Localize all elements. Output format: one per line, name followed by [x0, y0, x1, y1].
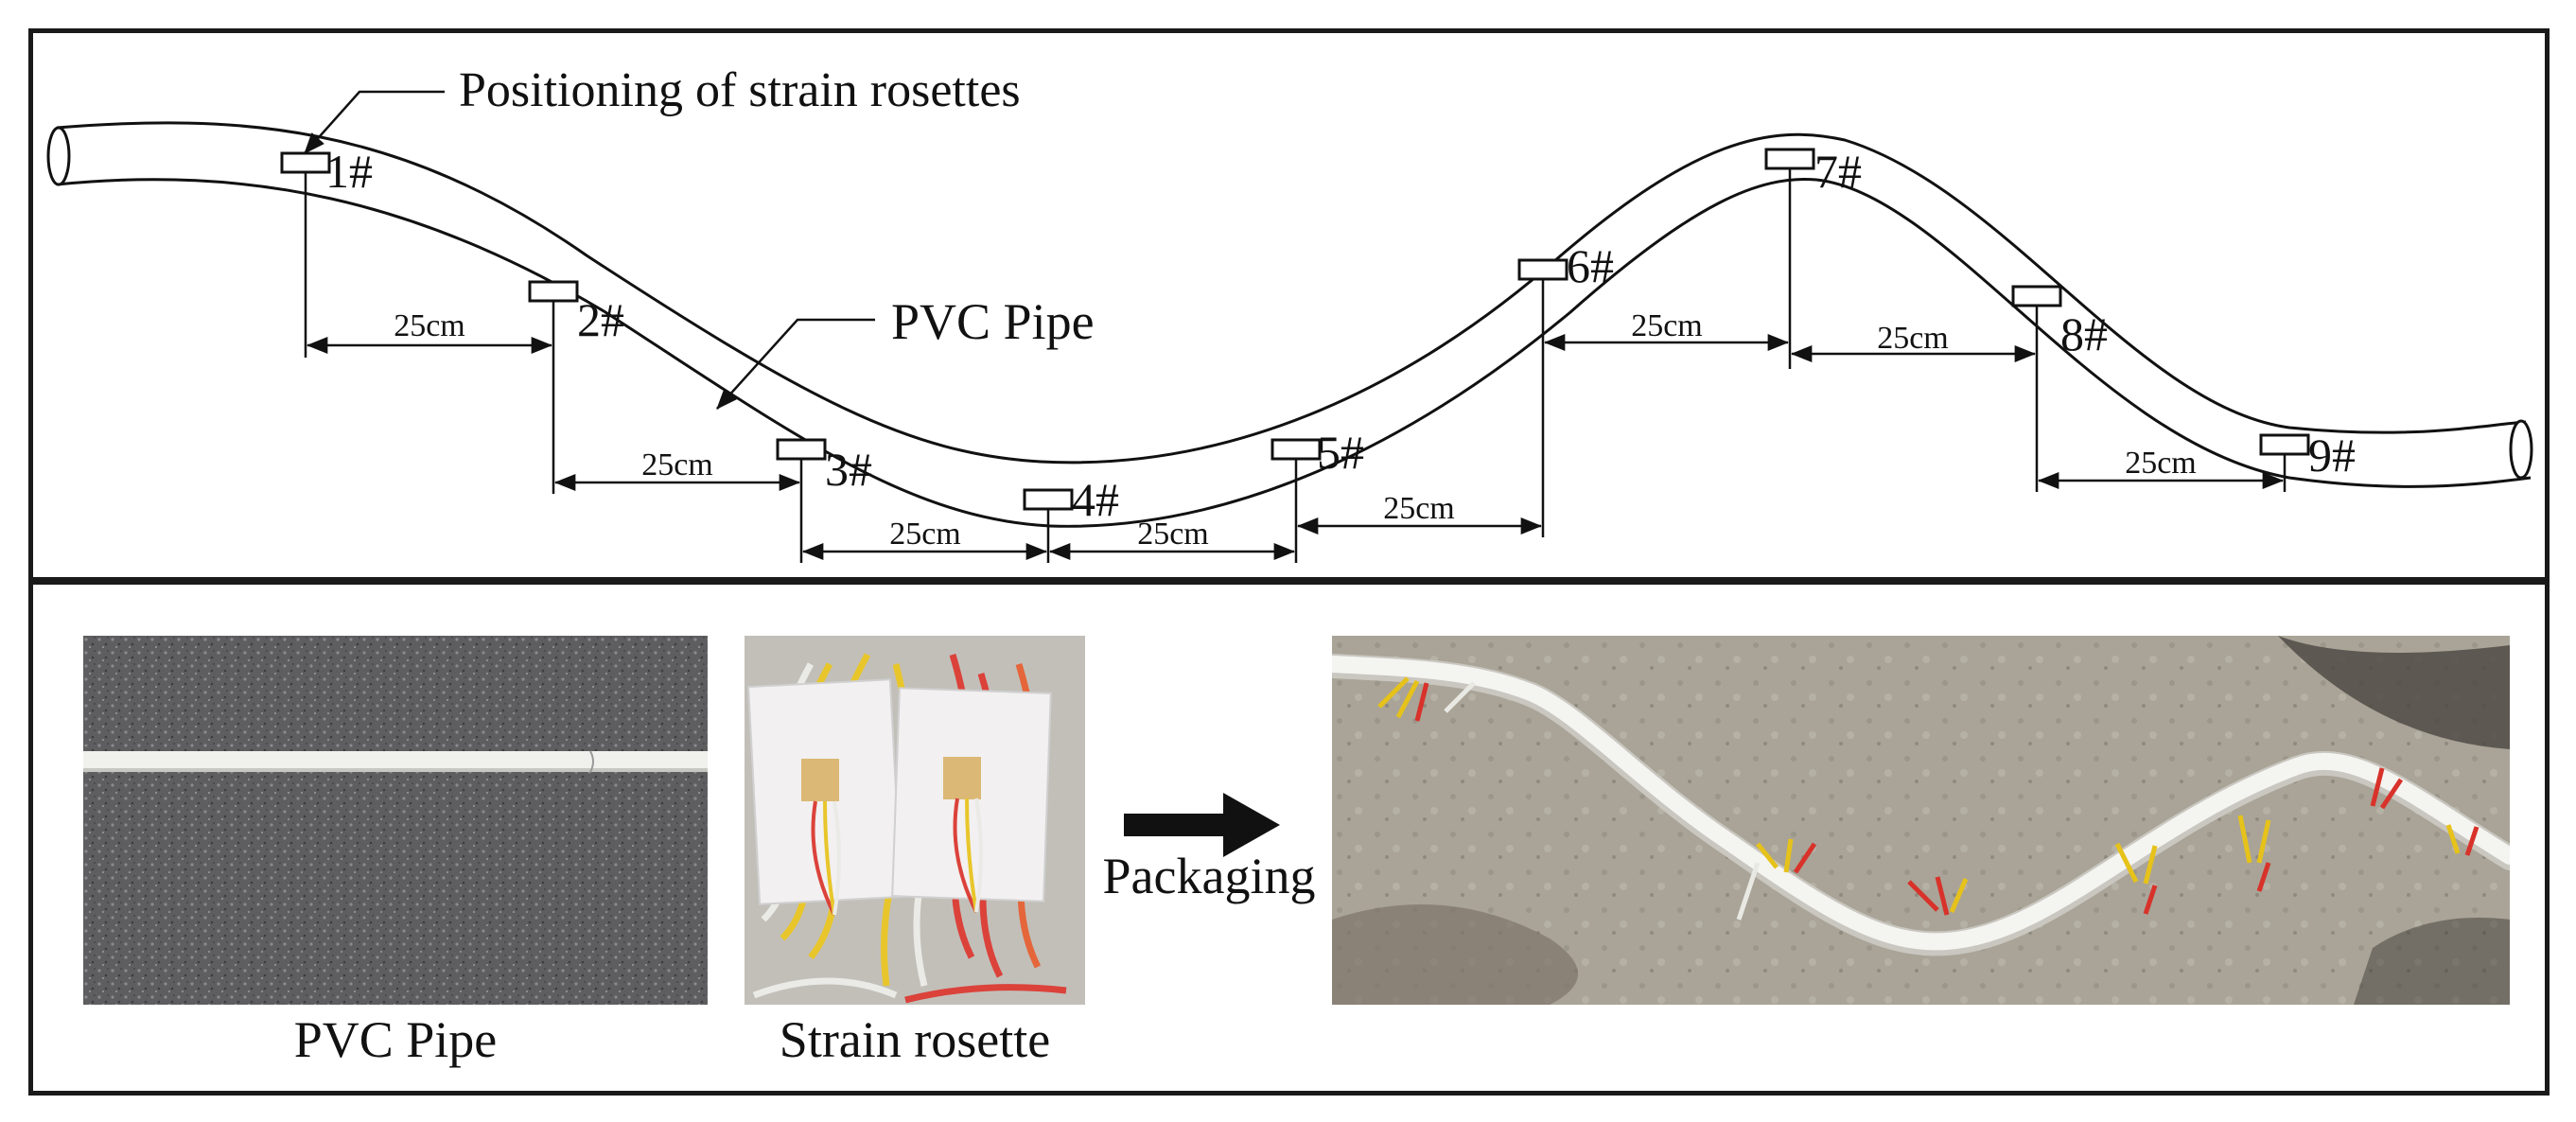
photo-packaged-pipe [1332, 636, 2510, 1005]
dimension-4-5: 25cm [1048, 517, 1296, 560]
rosette-4: 4# [1023, 473, 1119, 563]
svg-text:25cm: 25cm [394, 308, 465, 343]
rosette-label-9: 9# [2308, 429, 2356, 482]
svg-text:PVC Pipe: PVC Pipe [891, 293, 1095, 350]
photo-strain-rosette-caption: Strain rosette [779, 1011, 1051, 1068]
rosette-3: 3# [776, 438, 872, 563]
rosette-label-2: 2# [577, 293, 624, 346]
rosette-label-1: 1# [325, 145, 373, 198]
schematic-diagram: 1# 2# 3# 4# 5# 6# 7# [46, 63, 2533, 563]
dimension-5-6: 25cm [1296, 491, 1543, 535]
photo-pvc-pipe [83, 636, 708, 1005]
dimension-1-2: 25cm [306, 308, 553, 354]
svg-text:25cm: 25cm [2125, 446, 2197, 481]
photo-strain-rosette [745, 636, 1085, 1005]
dimension-3-4: 25cm [801, 517, 1048, 560]
packaging-label: Packaging [1102, 848, 1316, 904]
rosette-label-6: 6# [1567, 239, 1614, 292]
rosette-2: 2# [528, 280, 624, 494]
rosette-label-5: 5# [1317, 426, 1364, 479]
dimension-6-7: 25cm [1543, 308, 1790, 351]
rosette-label-4: 4# [1072, 473, 1119, 526]
rosette-5: 5# [1270, 426, 1364, 563]
packaging-arrow [1124, 793, 1280, 857]
svg-text:25cm: 25cm [1383, 491, 1455, 526]
dimension-2-3: 25cm [553, 447, 801, 491]
photo-panel [28, 577, 2550, 1096]
rosette-8: 8# [2011, 285, 2108, 492]
photo-pvc-pipe-caption: PVC Pipe [293, 1011, 498, 1068]
rosette-1: 1# [280, 145, 373, 358]
pipe-end-left [46, 126, 71, 186]
pipe-end-right [2509, 419, 2533, 480]
rosette-9: 9# [2259, 429, 2356, 492]
schematic-panel [28, 28, 2550, 585]
callout-pvc-pipe: PVC Pipe [716, 293, 1095, 410]
rosette-label-7: 7# [1814, 145, 1862, 198]
svg-text:25cm: 25cm [1631, 308, 1703, 343]
dimension-8-9: 25cm [2037, 446, 2285, 489]
svg-text:25cm: 25cm [889, 517, 961, 552]
rosette-6: 6# [1517, 239, 1614, 537]
rosette-label-3: 3# [825, 443, 872, 496]
rosette-label-8: 8# [2060, 307, 2108, 360]
dimension-7-8: 25cm [1790, 321, 2037, 362]
pipe-outline-upper [56, 121, 2527, 465]
rosette-7: 7# [1764, 145, 1862, 369]
svg-text:Positioning of strain rosettes: Positioning of strain rosettes [459, 63, 1021, 117]
svg-text:25cm: 25cm [1877, 321, 1949, 356]
svg-text:25cm: 25cm [1137, 517, 1209, 552]
svg-text:25cm: 25cm [641, 447, 713, 482]
callout-rosettes: Positioning of strain rosettes [304, 63, 1021, 154]
